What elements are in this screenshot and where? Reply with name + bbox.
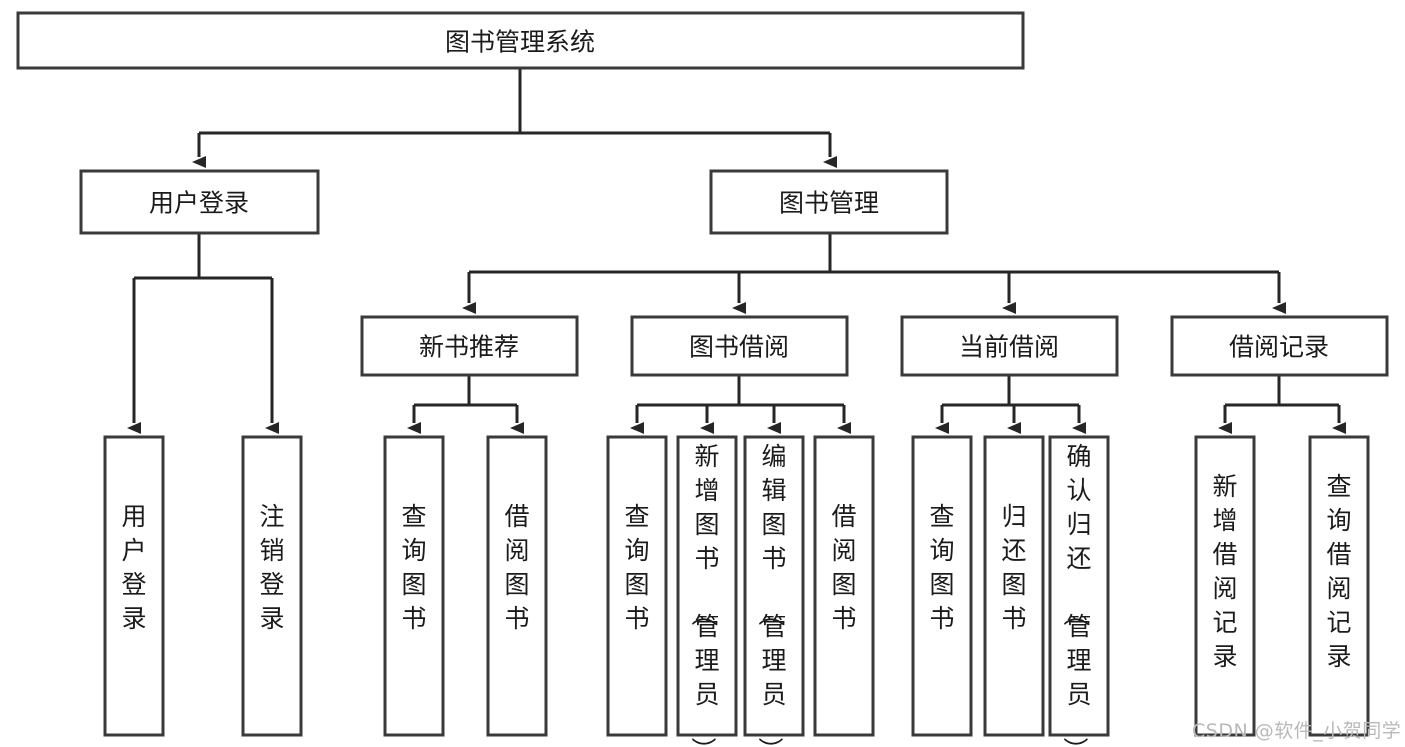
node-leaf-edit-book-admin[interactable]: 编辑图书（管理员） — [743, 435, 805, 747]
node-leaf-borrow-book-1-label: 借阅图书 — [504, 502, 529, 633]
node-leaf-query-book-3-box — [911, 435, 973, 737]
node-leaf-logout-login-box — [241, 435, 303, 737]
node-current-borrow-label: 当前借阅 — [959, 333, 1059, 362]
node-book-manage[interactable]: 图书管理 — [709, 169, 949, 235]
node-root-label: 图书管理系统 — [445, 28, 595, 57]
node-leaf-edit-book-admin-box — [743, 435, 805, 737]
connector-group-borrow-record — [1218, 375, 1346, 434]
node-root[interactable]: 图书管理系统 — [16, 11, 1025, 70]
node-leaf-borrow-book-1-box — [486, 435, 548, 737]
node-book-manage-box — [709, 169, 949, 235]
node-leaf-query-book-2-box — [606, 435, 668, 737]
node-leaf-query-book-1[interactable]: 查询图书 — [383, 435, 445, 737]
node-new-book-recommend[interactable]: 新书推荐 — [360, 315, 579, 377]
node-leaf-query-book-3[interactable]: 查询图书 — [911, 435, 973, 737]
node-leaf-confirm-return-admin[interactable]: 确认归还（管理员） — [1048, 435, 1110, 747]
node-book-borrow-label: 图书借阅 — [689, 333, 789, 362]
node-leaf-add-book-admin-label: 新增图书（管理员） — [688, 442, 719, 747]
node-leaf-query-book-1-box — [383, 435, 445, 737]
node-leaf-user-login-box — [103, 435, 165, 737]
node-leaf-confirm-return-admin-label: 确认归还（管理员） — [1060, 442, 1091, 747]
node-leaf-borrow-book-1[interactable]: 借阅图书 — [486, 435, 548, 737]
node-leaf-return-book-box — [983, 435, 1045, 737]
node-leaf-confirm-return-admin-box — [1048, 435, 1110, 737]
connector-group-book-borrow — [630, 375, 851, 434]
node-leaf-query-book-2-label: 查询图书 — [624, 502, 649, 633]
node-leaf-add-book-admin-box — [676, 435, 738, 737]
node-new-book-recommend-box — [360, 315, 579, 377]
node-leaf-return-book[interactable]: 归还图书 — [983, 435, 1045, 737]
node-leaf-query-book-1-label: 查询图书 — [401, 502, 426, 633]
connector-group-root — [192, 68, 837, 168]
node-leaf-query-borrow-record-label: 查询借阅记录 — [1326, 472, 1351, 671]
node-leaf-borrow-book-2-box — [813, 435, 875, 737]
node-current-borrow[interactable]: 当前借阅 — [900, 315, 1119, 377]
node-leaf-borrow-book-2[interactable]: 借阅图书 — [813, 435, 875, 737]
node-borrow-record[interactable]: 借阅记录 — [1170, 315, 1389, 377]
node-book-borrow[interactable]: 图书借阅 — [630, 315, 849, 377]
connector-group-user-login — [127, 233, 279, 434]
node-leaf-return-book-label: 归还图书 — [1001, 502, 1026, 633]
node-borrow-record-label: 借阅记录 — [1229, 333, 1329, 362]
node-leaf-user-login[interactable]: 用户登录 — [103, 435, 165, 737]
node-leaf-logout-login[interactable]: 注销登录 — [241, 435, 303, 737]
node-new-book-recommend-label: 新书推荐 — [419, 333, 519, 362]
node-leaf-user-login-label: 用户登录 — [121, 502, 146, 633]
node-leaf-query-book-2[interactable]: 查询图书 — [606, 435, 668, 737]
node-root-box — [16, 11, 1025, 70]
node-user-login-box — [79, 169, 320, 235]
node-leaf-logout-login-label: 注销登录 — [259, 502, 284, 633]
node-leaf-add-book-admin[interactable]: 新增图书（管理员） — [676, 435, 738, 747]
node-borrow-record-box — [1170, 315, 1389, 377]
node-leaf-query-book-3-label: 查询图书 — [929, 502, 954, 633]
node-book-borrow-box — [630, 315, 849, 377]
node-user-login[interactable]: 用户登录 — [79, 169, 320, 235]
node-leaf-add-borrow-record-label: 新增借阅记录 — [1212, 472, 1237, 671]
node-book-manage-label: 图书管理 — [779, 189, 879, 218]
node-current-borrow-box — [900, 315, 1119, 377]
node-leaf-add-borrow-record-box — [1194, 435, 1256, 737]
node-user-login-label: 用户登录 — [149, 189, 249, 218]
connector-group-new-book-recommend — [407, 375, 524, 434]
connector-group-book-manage — [462, 233, 1286, 314]
node-leaf-query-borrow-record[interactable]: 查询借阅记录 — [1308, 435, 1370, 737]
node-leaf-borrow-book-2-label: 借阅图书 — [831, 502, 856, 633]
node-leaf-add-borrow-record[interactable]: 新增借阅记录 — [1194, 435, 1256, 737]
node-leaf-query-borrow-record-box — [1308, 435, 1370, 737]
connector-group-current-borrow — [935, 375, 1086, 434]
node-leaf-edit-book-admin-label: 编辑图书（管理员） — [755, 442, 786, 747]
